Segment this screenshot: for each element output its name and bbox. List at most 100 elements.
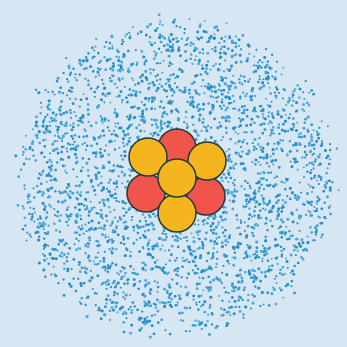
electron-dot: [70, 285, 73, 288]
electron-dot: [116, 49, 118, 51]
electron-dot: [74, 73, 76, 75]
electron-dot: [53, 266, 55, 268]
electron-dot: [66, 268, 69, 271]
electron-dot: [258, 217, 260, 219]
electron-dot: [31, 215, 34, 218]
electron-dot: [130, 251, 132, 253]
electron-dot: [63, 253, 66, 256]
electron-dot: [195, 301, 197, 303]
electron-dot: [122, 69, 124, 71]
electron-dot: [262, 84, 265, 87]
electron-dot: [183, 121, 185, 123]
electron-dot: [221, 78, 224, 81]
electron-dot: [103, 260, 106, 263]
electron-dot: [268, 201, 270, 203]
electron-dot: [102, 83, 104, 85]
electron-dot: [87, 255, 90, 258]
electron-dot: [156, 266, 158, 268]
electron-dot: [254, 163, 257, 166]
electron-dot: [235, 131, 237, 133]
electron-dot: [193, 81, 196, 84]
electron-dot: [320, 144, 323, 147]
electron-dot: [251, 161, 253, 163]
electron-dot: [160, 238, 162, 240]
electron-dot: [336, 147, 339, 150]
electron-dot: [313, 129, 315, 131]
electron-dot: [240, 222, 242, 224]
electron-dot: [189, 18, 191, 20]
electron-dot: [202, 79, 205, 82]
electron-dot: [243, 139, 245, 141]
electron-dot: [242, 317, 244, 319]
electron-dot: [198, 51, 201, 54]
electron-dot: [310, 123, 313, 126]
electron-dot: [139, 91, 142, 94]
electron-dot: [162, 245, 164, 247]
electron-dot: [312, 167, 314, 169]
electron-dot: [257, 143, 259, 145]
electron-dot: [292, 221, 295, 224]
electron-dot: [265, 209, 267, 211]
electron-dot: [141, 101, 143, 103]
neutron: [158, 194, 196, 232]
electron-dot: [221, 245, 224, 248]
electron-dot: [221, 180, 223, 182]
electron-dot: [250, 98, 253, 101]
electron-dot: [32, 128, 34, 130]
electron-dot: [33, 187, 35, 189]
electron-dot: [219, 56, 222, 59]
electron-dot: [228, 292, 230, 294]
electron-dot: [174, 77, 176, 79]
electron-dot: [128, 140, 131, 143]
electron-dot: [246, 131, 248, 133]
electron-dot: [88, 214, 91, 217]
electron-dot: [279, 287, 281, 289]
electron-dot: [202, 304, 204, 306]
electron-dot: [211, 48, 213, 50]
electron-dot: [44, 145, 47, 148]
electron-dot: [75, 219, 78, 222]
electron-dot: [320, 179, 322, 181]
electron-dot: [38, 236, 40, 238]
electron-dot: [152, 228, 155, 231]
electron-dot: [246, 143, 248, 145]
electron-dot: [265, 250, 267, 252]
electron-dot: [152, 213, 155, 216]
electron-dot: [67, 252, 69, 254]
electron-dot: [37, 225, 39, 227]
electron-dot: [74, 153, 77, 156]
electron-dot: [128, 94, 130, 96]
electron-dot: [169, 100, 172, 103]
electron-dot: [236, 219, 238, 221]
electron-dot: [215, 277, 217, 279]
electron-dot: [50, 257, 52, 259]
electron-dot: [68, 185, 70, 187]
electron-dot: [120, 242, 123, 245]
electron-dot: [111, 223, 113, 225]
electron-dot: [302, 258, 305, 261]
electron-dot: [75, 156, 78, 159]
electron-dot: [205, 129, 208, 132]
electron-dot: [142, 247, 144, 249]
electron-dot: [59, 255, 61, 257]
electron-dot: [278, 133, 280, 135]
electron-dot: [55, 125, 57, 127]
electron-dot: [163, 60, 165, 62]
electron-dot: [159, 20, 161, 22]
electron-dot: [106, 284, 108, 286]
electron-dot: [185, 60, 187, 62]
electron-dot: [232, 41, 235, 44]
electron-dot: [247, 194, 250, 197]
electron-dot: [278, 227, 280, 229]
electron-dot: [78, 226, 81, 229]
electron-dot: [64, 170, 66, 172]
electron-dot: [39, 225, 41, 227]
electron-dot: [107, 271, 109, 273]
electron-dot: [60, 151, 63, 154]
electron-dot: [79, 270, 82, 273]
electron-dot: [222, 231, 224, 233]
electron-dot: [202, 289, 204, 291]
electron-dot: [138, 115, 140, 117]
electron-dot: [74, 243, 76, 245]
electron-dot: [199, 254, 202, 257]
